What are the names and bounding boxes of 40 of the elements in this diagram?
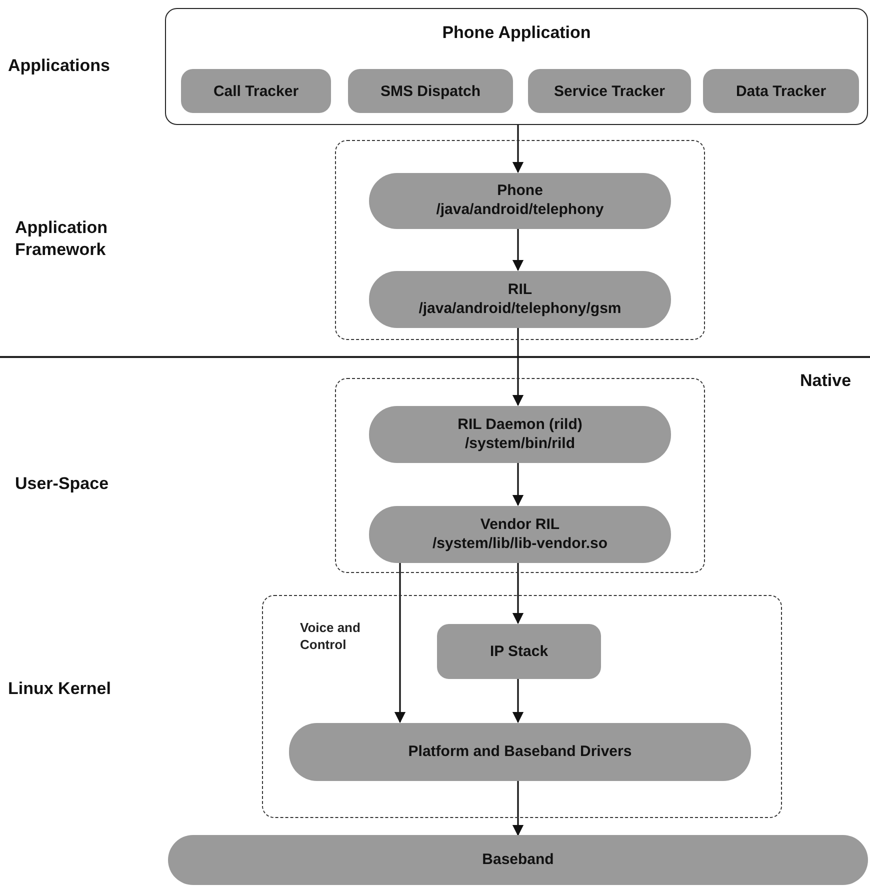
node-text: RIL Daemon (rild) <box>458 416 582 434</box>
arrow <box>512 228 524 272</box>
arrow <box>512 780 524 836</box>
component-box <box>703 69 859 113</box>
component-box <box>289 723 751 781</box>
node-text: IP Stack <box>490 643 548 660</box>
arrow <box>512 678 524 724</box>
arrow <box>512 562 524 624</box>
node-text: Baseband <box>482 850 554 870</box>
component-box <box>348 69 513 113</box>
node-text: Vendor RIL <box>480 516 560 534</box>
node-text: Call Tracker <box>213 82 299 100</box>
node-text: Phone Application <box>442 23 591 43</box>
node-text: /java/android/telephony/gsm <box>418 300 622 318</box>
arrow <box>512 125 524 174</box>
node-text: /system/bin/rild <box>464 434 576 454</box>
layer-label: User-Space <box>15 473 110 495</box>
component-box <box>437 624 601 679</box>
component-box <box>168 835 868 885</box>
node-text: Data Tracker <box>736 82 826 100</box>
layer-label: Linux Kernel <box>8 678 112 700</box>
node-text: /java/android/telephony <box>436 201 604 220</box>
node-text: Phone <box>497 182 543 201</box>
arrow <box>394 562 406 724</box>
node-text: RIL <box>508 280 532 300</box>
node-text: SMS Dispatch <box>380 82 481 100</box>
dashed-group-box <box>262 595 782 818</box>
layer-label: Native <box>800 370 852 392</box>
application-box <box>165 8 868 125</box>
node-text: Platform and Baseband Drivers <box>408 742 632 762</box>
node-text: Service Tracker <box>554 82 665 100</box>
layer-label: Application Framework <box>15 217 109 262</box>
layer-label: Applications <box>8 55 112 77</box>
dashed-group-box <box>335 378 705 573</box>
arrow <box>512 327 524 406</box>
component-box <box>181 69 331 113</box>
arrow <box>512 462 524 506</box>
node-text: /system/lib/lib-vendor.so <box>432 534 608 554</box>
dashed-group-box <box>335 140 705 340</box>
component-box <box>528 69 691 113</box>
